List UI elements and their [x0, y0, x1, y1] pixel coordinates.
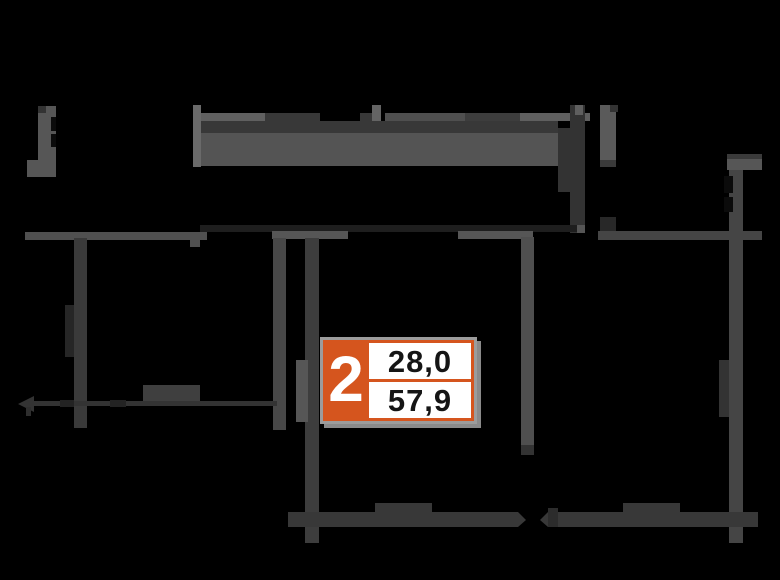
- wall-window-segment: [272, 231, 348, 239]
- dimension-block: [143, 385, 200, 401]
- wall-corner-notch: [38, 106, 46, 113]
- apartment-label[interactable]: 2 28,0 57,9: [320, 337, 477, 424]
- balcony-rail-segment: [385, 113, 465, 121]
- wall-bottom-left: [288, 512, 518, 527]
- wall-corner-foot: [27, 160, 56, 177]
- wall-window-segment: [458, 231, 533, 239]
- balcony-rail-segment: [265, 113, 320, 121]
- wall-nub: [577, 225, 585, 233]
- wall-vertical-mid-tip: [521, 445, 534, 455]
- apartment-number: 2: [328, 342, 364, 415]
- wall-post-base: [190, 239, 200, 247]
- dimension-tick: [26, 407, 31, 416]
- area-living-value: 28,0: [369, 343, 471, 379]
- wall-bottom-right: [548, 512, 758, 527]
- balcony-post: [193, 105, 201, 167]
- wall-nub: [575, 105, 583, 115]
- wall-bottom-block: [623, 503, 680, 512]
- wall-door-patch: [65, 305, 74, 357]
- dimension-dash: [110, 400, 126, 407]
- wall-bottom-block: [375, 503, 432, 512]
- wall-nub-dark: [600, 217, 616, 233]
- wall-horizontal-right: [598, 231, 762, 240]
- wall-ibeam-top: [727, 159, 762, 170]
- wall-stub-light: [296, 360, 308, 422]
- wall-vertical-a: [74, 238, 87, 428]
- wall-vertical-c: [305, 238, 319, 543]
- dimension-dash: [60, 400, 74, 407]
- apartment-areas: 28,0 57,9: [369, 340, 474, 421]
- wall-bottom-endblock: [548, 508, 558, 527]
- window-slit: [724, 176, 733, 193]
- window-slit: [51, 134, 56, 147]
- wall-faint-line: [200, 225, 577, 232]
- wall-vertical-b: [273, 238, 286, 430]
- wall-vertical-light: [600, 105, 616, 167]
- wall-cap: [610, 105, 618, 112]
- wall-tip: [600, 160, 616, 167]
- balcony-rail-segment: [201, 113, 265, 121]
- balcony-rail-lower: [201, 121, 558, 133]
- wall-ibeam-stem: [729, 170, 743, 543]
- wall-ibeam-top-edge: [727, 154, 762, 159]
- wall-dark-thin: [570, 105, 585, 233]
- wall-horizontal-left: [25, 232, 207, 240]
- wall-vertical-mid: [521, 237, 534, 445]
- area-total-value: 57,9: [369, 382, 471, 418]
- balcony-rail-segment: [360, 113, 372, 121]
- doorway-arrow-icon: [540, 512, 548, 527]
- window-slit: [724, 197, 733, 212]
- wall-stub: [719, 360, 729, 417]
- dimension-line: [34, 401, 277, 406]
- window-slit: [51, 117, 56, 131]
- balcony-deck: [201, 133, 558, 166]
- doorway-arrow-icon: [518, 512, 526, 527]
- balcony-post: [372, 105, 381, 133]
- balcony-rail-segment: [465, 113, 520, 121]
- balcony-rail-segment: [520, 113, 590, 121]
